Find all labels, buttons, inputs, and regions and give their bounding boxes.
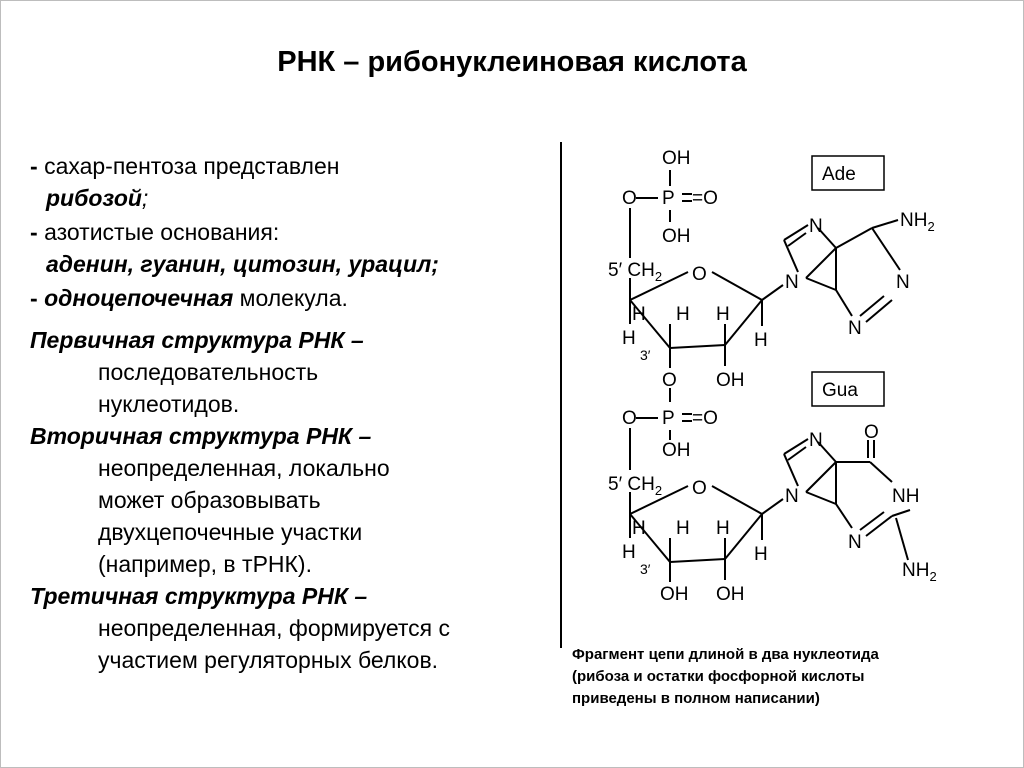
bullet-single-strand: - одноцепочечная молекула.: [30, 282, 550, 314]
bullet-text: азотистые основания:: [44, 219, 280, 245]
hydrogen-label: H: [622, 328, 636, 349]
phosphorus-label: P: [662, 408, 675, 429]
five-prime-ch2-label: 5′ CH2: [608, 260, 662, 284]
structure-line: нуклеотидов.: [98, 391, 240, 417]
nitrogen-label: N: [785, 486, 799, 507]
bullet-sugar: - сахар-пентоза представлен: [30, 150, 550, 182]
bullet-sugar-cont: рибозой;: [30, 182, 550, 214]
bullet-dash: -: [30, 219, 45, 245]
bullet-text: сахар-пентоза представлен: [44, 153, 340, 179]
structure-line: может образовывать: [98, 487, 321, 513]
bullet-emphasis: аденин, гуанин, цитозин, урацил;: [46, 251, 439, 277]
structure-line: участием регуляторных белков.: [98, 647, 439, 673]
amino-label: NH2: [902, 560, 937, 584]
structure-line: (например, в тРНК).: [98, 551, 312, 577]
oxygen-label: O: [622, 408, 637, 429]
dinucleotide-structure-diagram: OH O P =O OH 5′ CH2 O H H H H 3′ H OH O …: [608, 148, 937, 605]
hydrogen-label: H: [622, 542, 636, 563]
slide-title: РНК – рибонуклеиновая кислота: [277, 46, 747, 78]
structure-line: двухцепочечные участки: [98, 519, 363, 545]
five-prime-ch2-label: 5′ CH2: [608, 474, 662, 498]
hydrogen-label: H: [632, 518, 646, 539]
oxygen-double-label: =O: [692, 408, 718, 429]
structure-heading: Вторичная структура РНК –: [30, 423, 372, 449]
structure-line: неопределенная, формируется с: [98, 615, 450, 641]
oxygen-label: O: [662, 370, 677, 391]
oxygen-label: O: [622, 188, 637, 209]
ring-oxygen-label: O: [692, 264, 707, 285]
caption-line: Фрагмент цепи длиной в два нуклеотида: [572, 646, 879, 663]
hydrogen-label: H: [716, 518, 730, 539]
ring-oxygen-label: O: [692, 478, 707, 499]
bullet-bases-cont: аденин, гуанин, цитозин, урацил;: [30, 248, 550, 280]
hydrogen-label: H: [632, 304, 646, 325]
three-prime-label: 3′: [640, 561, 651, 577]
nitrogen-label: N: [848, 532, 862, 553]
nitrogen-label: N: [809, 430, 823, 451]
nitrogen-label: N: [785, 272, 799, 293]
bullet-emphasis: одноцепочечная: [44, 285, 234, 311]
hydroxyl-label: OH: [716, 370, 745, 391]
caption-line: приведены в полном написании): [572, 690, 820, 707]
three-prime-label: 3′: [640, 347, 651, 363]
bullet-emphasis: рибозой: [46, 185, 142, 211]
base-label-ade: Ade: [822, 164, 856, 185]
hydroxyl-label: OH: [662, 440, 691, 461]
nitrogen-label: N: [848, 318, 862, 339]
hydrogen-label: H: [676, 304, 690, 325]
hydrogen-label: H: [676, 518, 690, 539]
figure-caption: Фрагмент цепи длиной в два нуклеотида (р…: [572, 644, 1012, 710]
bullet-bases: - азотистые основания:: [30, 216, 550, 248]
structure-line: последовательность: [98, 359, 319, 385]
text-column: - сахар-пентоза представлен рибозой; - а…: [30, 150, 550, 676]
bullet-dash: -: [30, 153, 45, 179]
imino-label: NH: [892, 486, 919, 507]
amino-label: NH2: [900, 210, 935, 234]
bullet-end: ;: [141, 185, 149, 211]
caption-line: (рибоза и остатки фосфорной кислоты: [572, 668, 865, 685]
hydroxyl-label: OH: [660, 584, 689, 605]
hydroxyl-label: OH: [716, 584, 745, 605]
base-label-gua: Gua: [822, 380, 858, 401]
phosphorus-label: P: [662, 188, 675, 209]
structure-heading: Третичная структура РНК –: [30, 583, 368, 609]
column-divider: [560, 142, 562, 648]
hydroxyl-label: OH: [662, 148, 691, 169]
hydrogen-label: H: [716, 304, 730, 325]
hydrogen-label: H: [754, 544, 768, 565]
oxygen-double-label: =O: [692, 188, 718, 209]
nitrogen-label: N: [896, 272, 910, 293]
bullet-dash: -: [30, 285, 45, 311]
nitrogen-label: N: [809, 216, 823, 237]
hydrogen-label: H: [754, 330, 768, 351]
hydroxyl-label: OH: [662, 226, 691, 247]
carbonyl-oxygen-label: O: [864, 422, 879, 443]
bullet-text: молекула.: [233, 285, 348, 311]
structure-heading: Первичная структура РНК –: [30, 327, 364, 353]
structure-line: неопределенная, локально: [98, 455, 390, 481]
